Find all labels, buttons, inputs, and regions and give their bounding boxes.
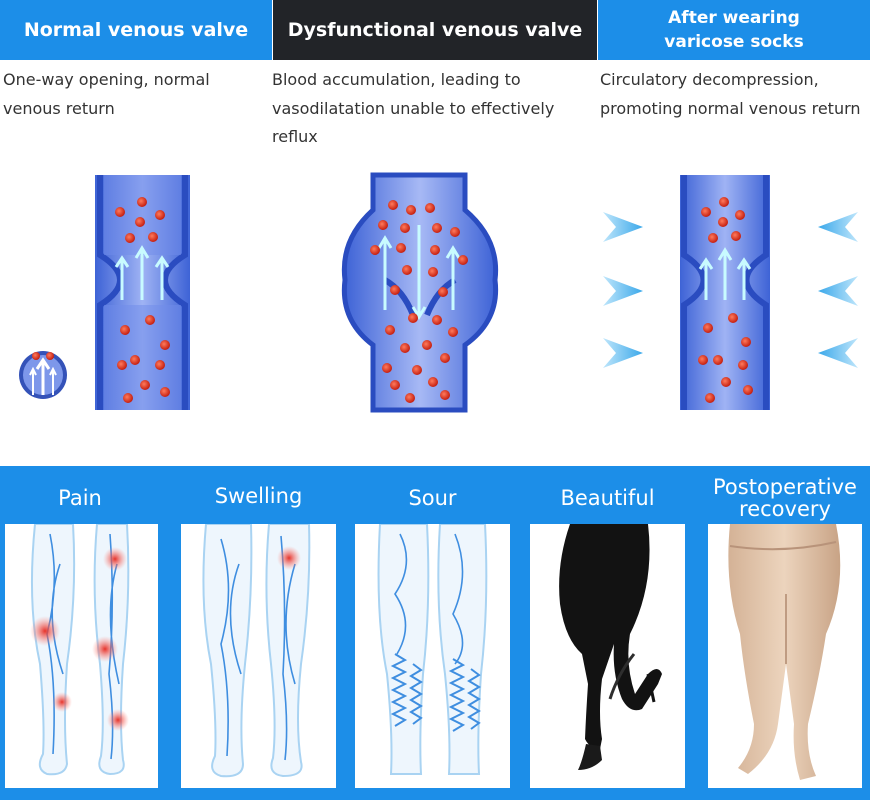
benefit-label-pain: Pain xyxy=(58,486,102,510)
legs-swelling-illustration xyxy=(202,524,311,778)
header-normal-valve: Normal venous valve xyxy=(0,0,272,60)
benefit-label-sour: Sour xyxy=(408,486,457,510)
header-after-socks: After wearing varicose socks xyxy=(598,0,870,60)
beige-compression-stockings-photo xyxy=(728,524,841,780)
after-socks-description: Circulatory decompression, promoting nor… xyxy=(600,70,861,118)
benefit-label-beautiful: Beautiful xyxy=(560,486,655,510)
after-socks-illustration xyxy=(603,175,858,410)
benefit-panel-swelling xyxy=(181,524,336,788)
dysfunctional-valve-illustration xyxy=(341,172,499,413)
benefit-label-postoperative-line1: Postoperative xyxy=(713,475,857,499)
dysfunctional-valve-description: Blood accumulation, leading to vasodilat… xyxy=(272,70,555,146)
header-after-socks-line2: varicose socks xyxy=(664,32,804,52)
benefit-label-postoperative-line2: recovery xyxy=(739,497,831,521)
legs-pain-points-illustration xyxy=(30,524,130,776)
header-dysfunctional-valve-title: Dysfunctional venous valve xyxy=(287,19,583,41)
black-leggings-legs-photo xyxy=(559,524,662,770)
benefit-panel-pain xyxy=(5,524,158,788)
benefit-panel-postoperative xyxy=(708,524,862,788)
normal-valve-illustration xyxy=(19,175,190,410)
header-dysfunctional-valve: Dysfunctional venous valve xyxy=(273,0,597,60)
header-normal-valve-title: Normal venous valve xyxy=(23,19,249,41)
compression-arrows-left xyxy=(603,212,643,368)
header-after-socks-line1: After wearing xyxy=(668,8,800,28)
benefit-label-postoperative: Postoperative recovery xyxy=(705,476,865,520)
benefit-panel-beautiful xyxy=(530,524,685,788)
compression-arrows-right xyxy=(818,212,858,368)
legs-varicose-veins-illustration xyxy=(377,524,488,775)
benefit-panel-sour xyxy=(355,524,510,788)
benefit-label-swelling: Swelling xyxy=(214,484,303,508)
normal-valve-description: One-way opening, normal venous return xyxy=(3,70,210,118)
